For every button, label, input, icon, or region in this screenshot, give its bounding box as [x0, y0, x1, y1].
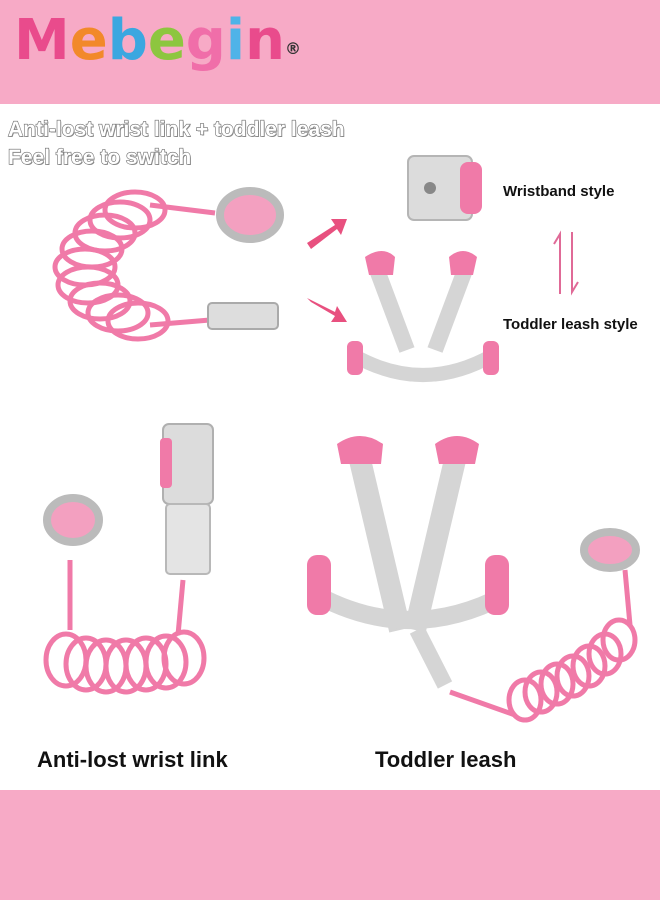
wrist-link-caption: Anti-lost wrist link: [37, 747, 228, 772]
brand-logo: Mebegin®: [14, 8, 301, 73]
arrow-icon: [307, 298, 347, 322]
footer-band: [0, 790, 660, 900]
headline-line-2: Feel free to switch: [7, 145, 192, 169]
headline-line-1: Anti-lost wrist link + toddler leash: [7, 117, 345, 141]
wristband-module-illustration: [407, 155, 482, 221]
toddler-leash-illustration: [307, 436, 640, 723]
wristband-style-label: Wristband style: [503, 183, 615, 200]
wrist-link-illustration: [43, 423, 214, 695]
toddler-leash-caption: Toddler leash: [375, 747, 517, 772]
header-band: [0, 0, 660, 104]
coiled-leash-illustration: [52, 187, 284, 342]
harness-illustration: [347, 251, 499, 382]
up-down-arrows-icon: [553, 230, 579, 296]
toddler-leash-style-label: Toddler leash style: [503, 316, 638, 333]
arrow-icon: [307, 219, 347, 249]
